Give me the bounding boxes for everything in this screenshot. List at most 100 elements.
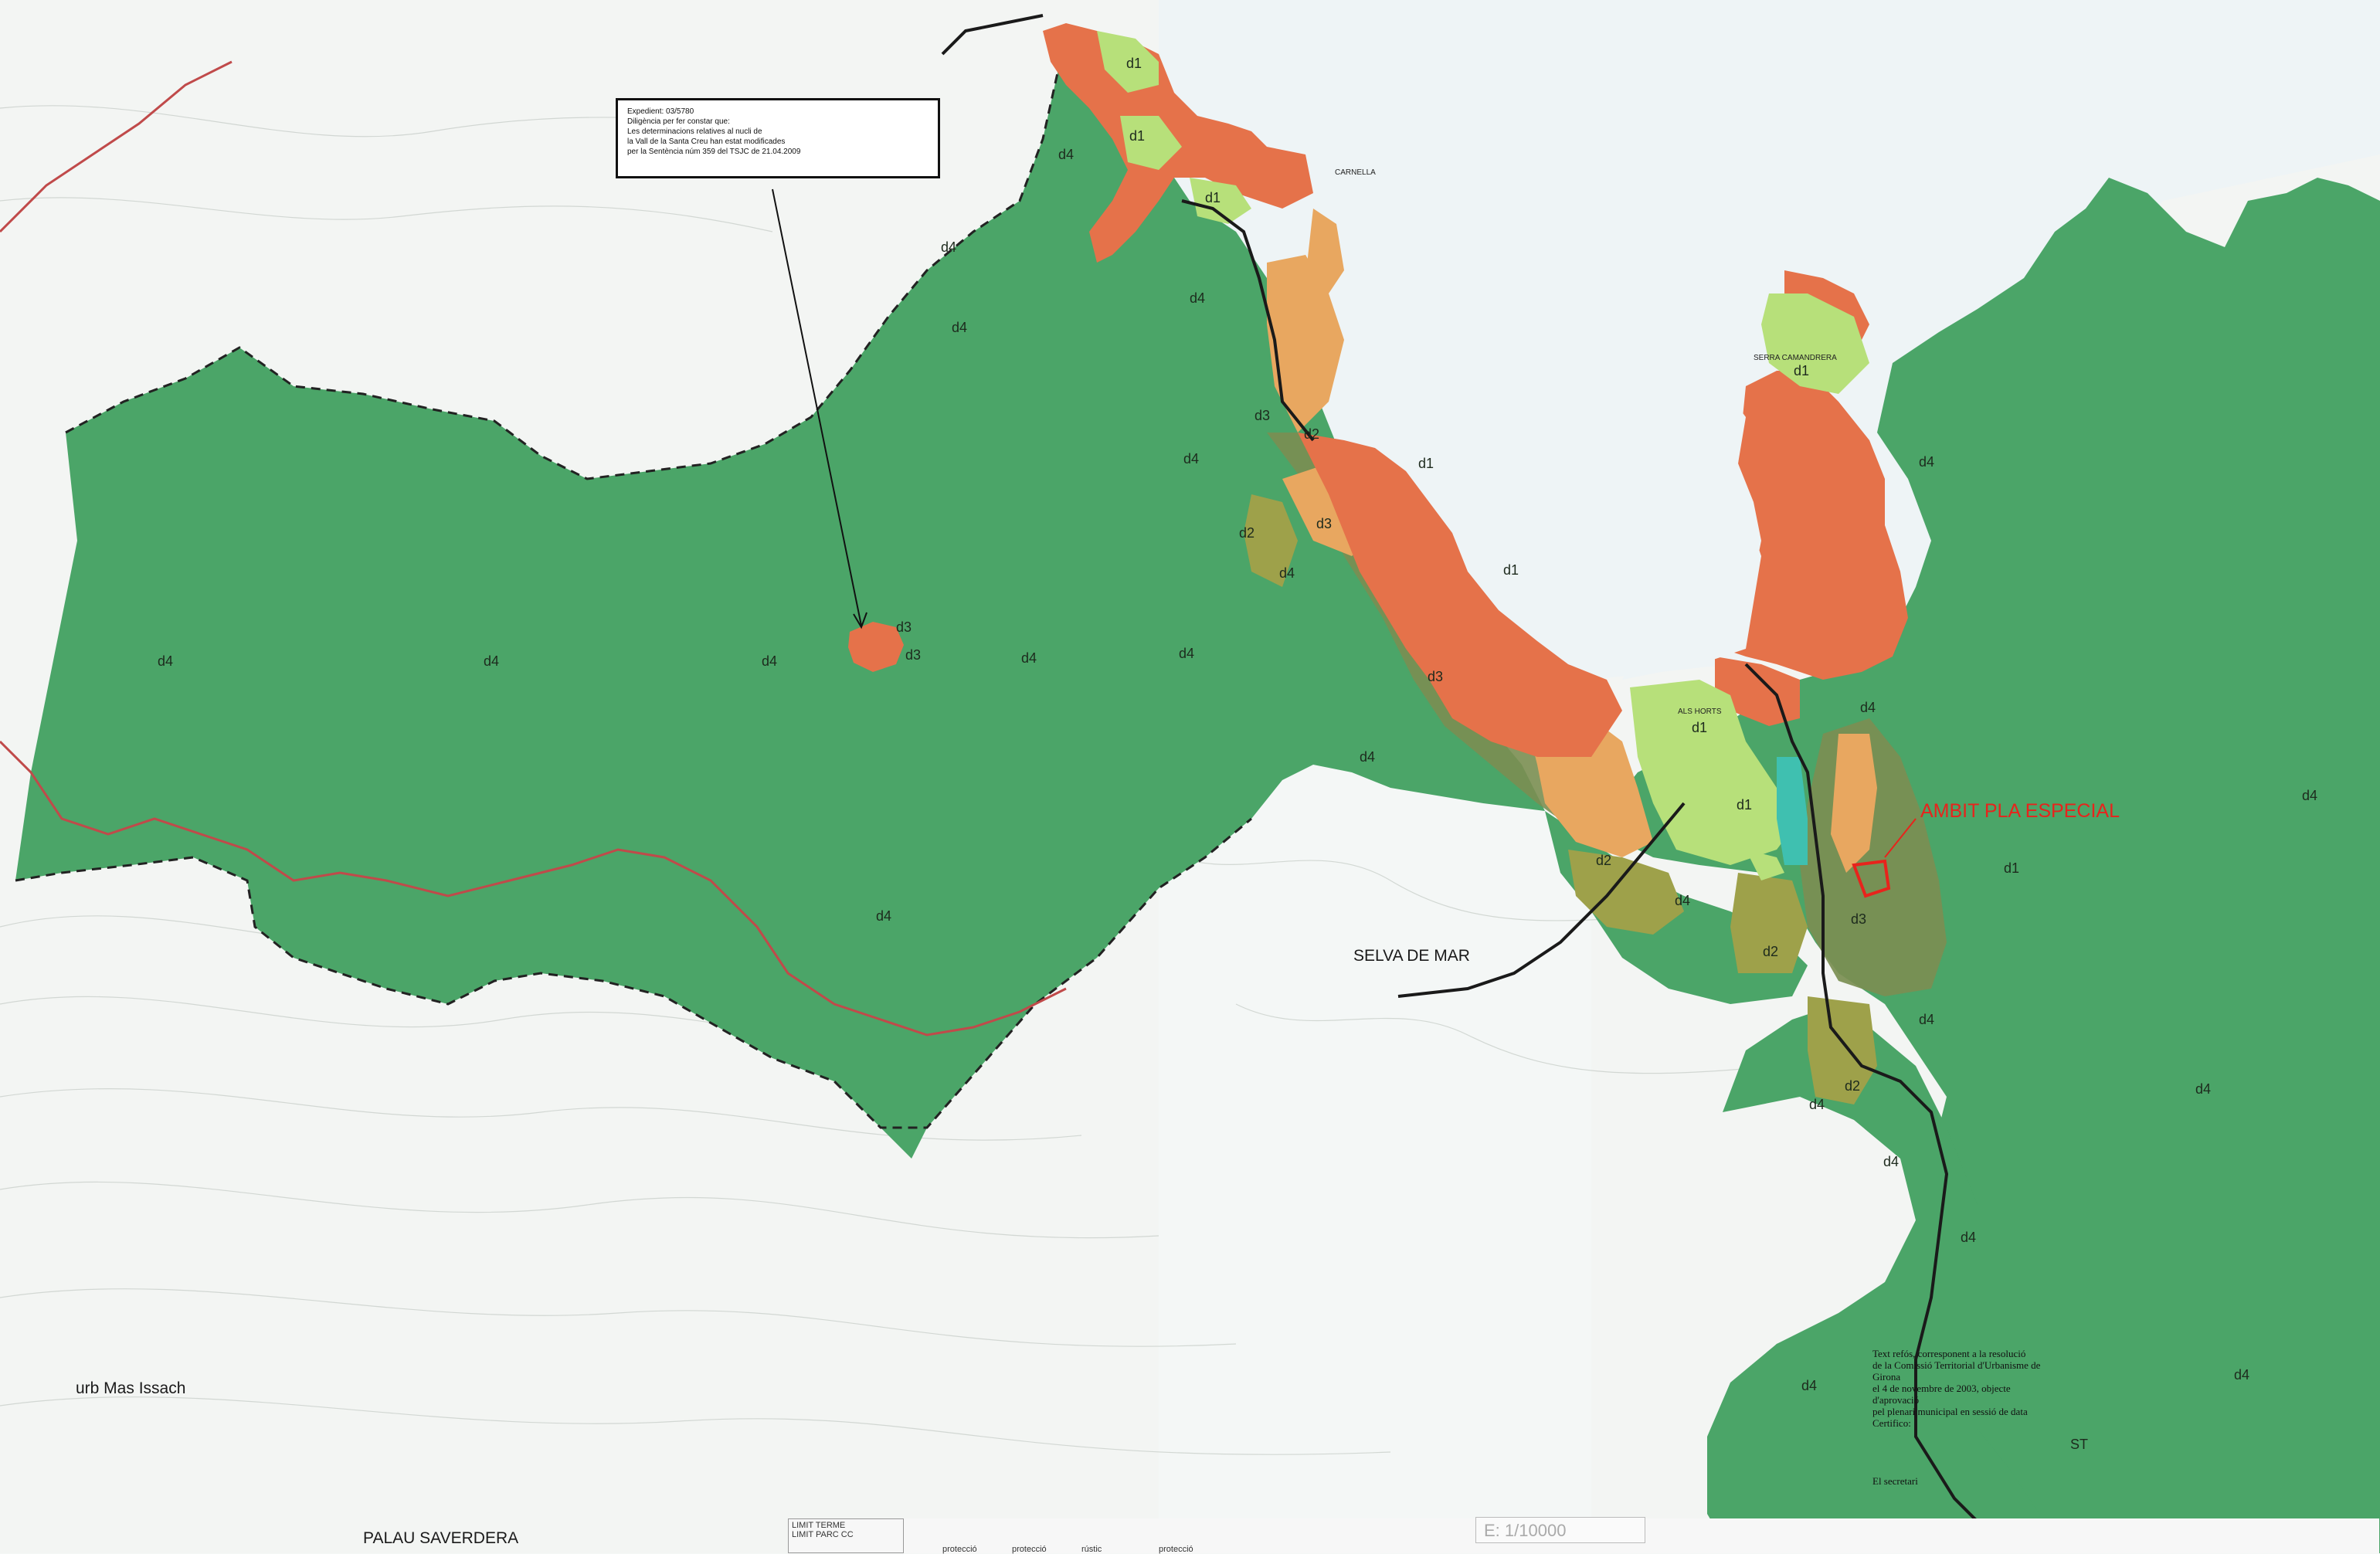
label-d2: d2 — [1239, 525, 1255, 541]
park-boundary — [0, 740, 1067, 1037]
zone-d1-north — [1097, 31, 1159, 93]
notice-line: Diligència per fer constar que: — [627, 117, 730, 126]
bay-water — [1622, 386, 1761, 680]
place-selva-de-mar: SELVA DE MAR — [1353, 947, 1470, 965]
label-d4: d4 — [1961, 1230, 1976, 1245]
zone-d1-north2 — [1120, 116, 1182, 170]
label-d4: d4 — [1279, 565, 1295, 581]
roads — [941, 14, 2040, 1553]
place-labels: SELVA DE MAR urb Mas Issach PALAU SAVERD… — [76, 168, 2120, 1547]
cert-line: de la Comissió Territorial d'Urbanisme d… — [1872, 1359, 2041, 1383]
label-d4: d4 — [762, 653, 777, 669]
label-d4: d4 — [876, 908, 891, 924]
label-d1: d1 — [1126, 56, 1142, 71]
place-mas-issach: urb Mas Issach — [76, 1379, 185, 1397]
notice-arrow-head — [853, 612, 867, 629]
label-d3: d3 — [1851, 911, 1866, 927]
notice-box: Expedient: 03/5780 Diligència per fer co… — [616, 98, 940, 178]
place-port-small: CARNELLA — [1335, 168, 1376, 177]
label-d4: d4 — [2234, 1367, 2249, 1383]
legend-limit-parc-label: LIMIT PARC CC — [792, 1530, 854, 1539]
place-alts-horts: ALS HORTS — [1678, 707, 1722, 716]
label-d1: d1 — [1418, 456, 1434, 471]
label-d1: d1 — [1692, 720, 1707, 735]
label-d4: d4 — [1809, 1097, 1825, 1112]
zone-d3-nucleus — [848, 622, 904, 672]
ambit-area — [1852, 859, 1891, 898]
notice-line: Expedient: 03/5780 — [627, 107, 694, 116]
legend-item: rústic — [1081, 1545, 1102, 1554]
label-d3: d3 — [1255, 408, 1270, 423]
zone-d3-peninsula — [1723, 371, 1908, 680]
label-d4: d4 — [1190, 290, 1205, 306]
cert-line: pel plenari municipal en sessió de data — [1872, 1406, 2028, 1417]
label-d1: d1 — [1503, 562, 1519, 578]
municipal-boundary — [15, 817, 1252, 1129]
municipal-boundary-north — [65, 69, 1060, 480]
ambit-label: AMBIT PLA ESPECIAL — [1920, 800, 2120, 822]
contour-lines — [0, 105, 1777, 1455]
zone-d3-coast — [1298, 433, 1622, 757]
cert-line: Text refós, corresponent a la resolució — [1872, 1348, 2026, 1359]
notice-arrow — [772, 188, 862, 626]
label-d4: d4 — [941, 239, 956, 255]
label-d4: d4 — [2302, 788, 2317, 803]
label-d4: d4 — [1919, 1012, 1934, 1027]
certification-text: Text refós, corresponent a la resolució … — [1872, 1348, 2058, 1487]
zone-teal — [1777, 757, 1808, 865]
ambit-leader — [1884, 818, 1917, 858]
zone-d2-olive-south — [1730, 873, 1808, 973]
zone-d4-southeast — [1707, 1004, 2047, 1553]
label-d3: d3 — [896, 619, 912, 635]
zone-d1-east-small — [1746, 850, 1784, 880]
label-d2: d2 — [1845, 1078, 1860, 1094]
label-d1: d1 — [1737, 797, 1752, 813]
zone-labels: d1 d1 d1 d1 d1 d1 d1 d1 d1 d2 d2 d2 d2 d… — [158, 56, 2317, 1393]
label-d4: d4 — [952, 320, 967, 335]
zone-d3-port-head — [1715, 657, 1800, 726]
label-d1: d1 — [1794, 363, 1809, 378]
zone-d2-east — [1831, 734, 1877, 873]
label-d4: d4 — [158, 653, 173, 669]
label-d1: d1 — [2004, 860, 2019, 876]
legend-limit-terme-label: LIMIT TERME — [792, 1521, 846, 1530]
place-serra: SERRA CAMANDRERA — [1754, 354, 1837, 362]
scale-box: E: 1/10000 — [1475, 1517, 1645, 1543]
label-d4: d4 — [1801, 1378, 1817, 1393]
place-palau-saverdera: PALAU SAVERDERA — [363, 1529, 518, 1547]
cert-line: El secretari — [1872, 1475, 1918, 1487]
label-d4: d4 — [1058, 147, 1074, 162]
zone-d2-olive-west — [1244, 494, 1298, 587]
legend-item: protecció — [1159, 1545, 1193, 1554]
label-d2: d2 — [1596, 853, 1611, 868]
zone-d4-east — [1607, 178, 2380, 1553]
label-d4: d4 — [1360, 749, 1375, 765]
zone-d2-olive-selva — [1568, 850, 1684, 935]
zone-d2-north — [1267, 255, 1344, 433]
label-d2: d2 — [1304, 426, 1319, 442]
label-d4: d4 — [1675, 893, 1690, 908]
label-d4: d4 — [1883, 1154, 1899, 1169]
label-d4: d4 — [2195, 1081, 2211, 1097]
label-d1: d1 — [1205, 190, 1221, 205]
zone-d4-west — [15, 31, 1545, 1159]
cert-line: el 4 de novembre de 2003, objecte d'apro… — [1872, 1383, 2011, 1406]
label-d4: d4 — [484, 653, 499, 669]
label-d1: d1 — [1129, 128, 1145, 144]
label-d3: d3 — [1428, 669, 1443, 684]
zone-d1-north3 — [1190, 178, 1251, 224]
legend-limit-terme: LIMIT TERME LIMIT PARC CC — [788, 1518, 904, 1553]
label-d4: d4 — [1183, 451, 1199, 467]
place-st: ST — [2070, 1437, 2088, 1452]
label-d4: d4 — [1919, 454, 1934, 470]
zone-d2-olive-road — [1808, 996, 1877, 1104]
label-d4: d4 — [1021, 650, 1037, 666]
park-boundary-north — [0, 60, 233, 233]
label-d4: d4 — [1179, 646, 1194, 661]
notice-line: Les determinacions relatives al nucli de — [627, 127, 762, 136]
label-d2: d2 — [1763, 944, 1778, 959]
legend-item: protecció — [1012, 1545, 1047, 1554]
notice-line: la Vall de la Santa Creu han estat modif… — [627, 137, 786, 146]
